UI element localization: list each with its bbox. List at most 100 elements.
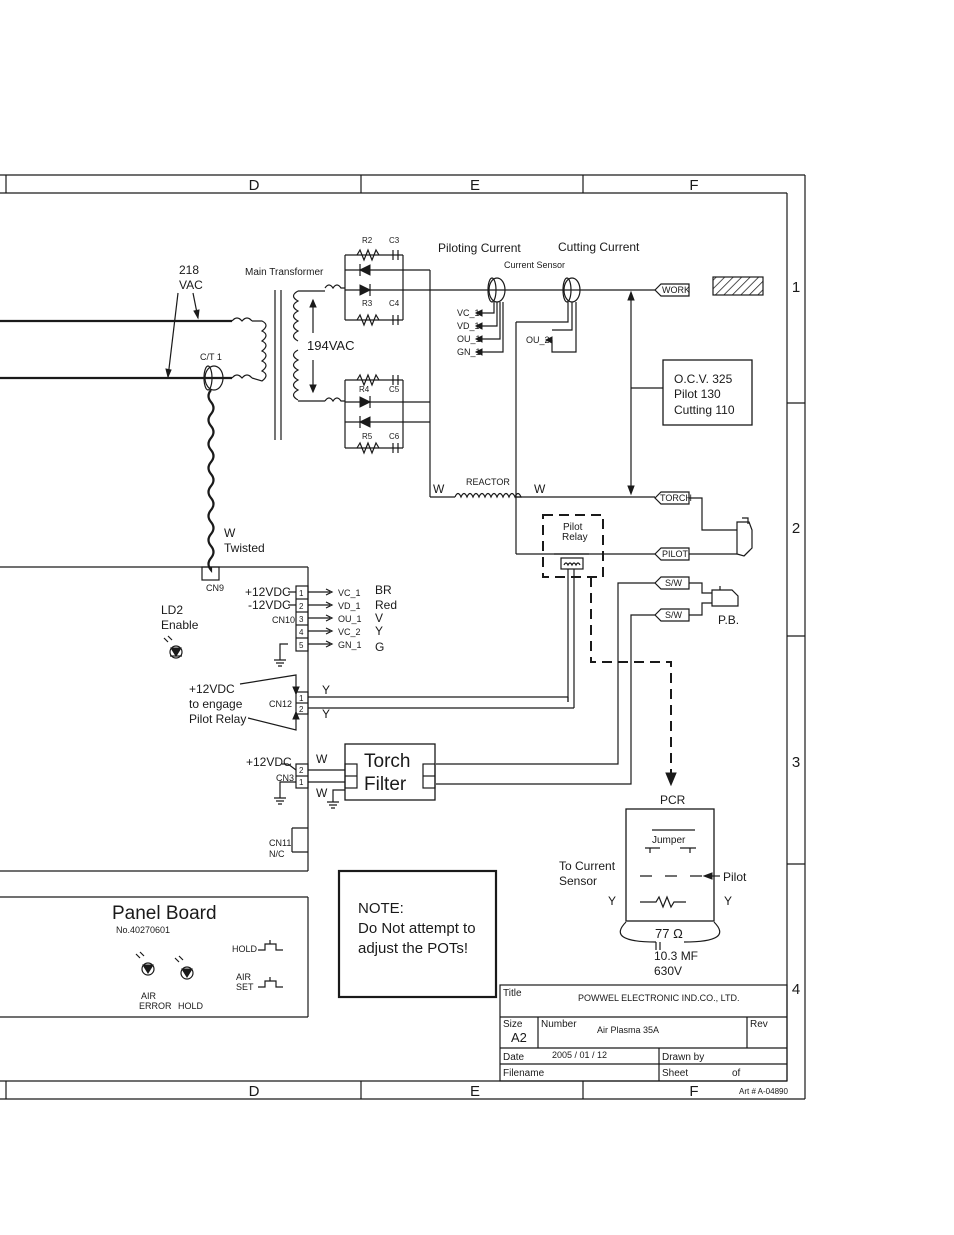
column-label-f-bottom: F [689,1083,698,1100]
column-label-d-bottom: D [249,1083,260,1100]
twisted-label: Twisted [224,541,265,555]
bridge-label-c6: C6 [389,432,400,441]
pcr-capacitance: 10.3 MF [654,949,698,963]
work-terminal-label: WORK [662,285,690,295]
air-set-label-2: SET [236,982,254,992]
air-error-label-2: ERROR [139,1001,172,1011]
reactor-w-right: W [534,482,546,496]
torch-terminal-label: TORCH [660,493,692,503]
cn3-pin-2: 2 [299,766,304,775]
row-label-3: 3 [792,754,800,771]
cn3-pin-1: 1 [299,778,304,787]
sensor-signal-gn1: GN_1 [457,347,481,357]
title-block-company: POWWEL ELECTRONIC IND.CO., LTD. [578,993,740,1003]
row-label-2: 2 [792,520,800,537]
ld2-enable-label: Enable [161,618,199,632]
note-title: NOTE: [358,900,404,917]
hold-led-label: HOLD [178,1001,204,1011]
sensor-signal-ou2: OU_2 [526,335,550,345]
wire-color-1: BR [375,583,392,597]
pilot-terminal-label: PILOT [662,549,689,559]
torch-filter-label-1: Torch [364,751,410,772]
cn3-wire-w1: W [316,752,328,766]
title-block-size-label: Size [503,1019,523,1030]
to-current-sensor-1: To Current [559,859,616,873]
ocv-line-1: O.C.V. 325 [674,372,733,386]
cn3-label: CN3 [276,773,294,783]
cn10-pin-3: 3 [299,615,304,624]
sw-terminal-1: S/W [665,578,683,588]
cn3-wire-w2: W [316,786,328,800]
title-block [499,984,788,1082]
cn12-wire-y1: Y [322,683,330,697]
engage-label-1: +12VDC [189,682,235,696]
cn10-vdc-positive: +12VDC [245,585,291,599]
output-terminals [516,276,764,561]
cn10-pin-4: 4 [299,628,304,637]
reactor-w-left: W [433,482,445,496]
column-label-d-top: D [249,177,260,194]
pcr-jumper-label: Jumper [652,835,686,846]
bridge-label-r2: R2 [362,236,373,245]
pcr-y-right: Y [724,894,732,908]
sw-terminal-2: S/W [665,610,683,620]
cn10-pin-2: 2 [299,602,304,611]
art-number: Art # A-04890 [739,1087,788,1096]
title-block-number-value: Air Plasma 35A [597,1025,659,1035]
title-block-of-label: of [732,1068,741,1079]
engage-label-2: to engage [189,697,243,711]
supply-vac-value: 218 [179,263,199,277]
bridge-label-r4: R4 [359,385,370,394]
ocv-box [662,359,753,426]
panel-board [0,896,309,1018]
row-label-4: 4 [792,981,800,998]
cn9-label: CN9 [206,583,224,593]
title-block-number-label: Number [541,1019,577,1030]
wire-color-4: Y [375,624,383,638]
ocv-line-3: Cutting 110 [674,403,735,417]
title-block-filename-label: Filename [503,1068,545,1079]
torch-filter [344,743,436,801]
twisted-w-label: W [224,526,236,540]
main-transformer-symbol [274,284,345,440]
current-sensor-label: Current Sensor [504,260,565,270]
transformer-title: Main Transformer [245,267,324,278]
panel-board-number: No.40270601 [116,925,170,935]
supply-vac-unit: VAC [179,278,203,292]
control-board [0,566,574,872]
cn10-signal-3: OU_1 [338,614,362,624]
wire-color-3: V [375,611,383,625]
cn3-vdc-label: +12VDC [246,755,292,769]
ld2-label: LD2 [161,603,183,617]
cn10-pin-1: 1 [299,589,304,598]
pilot-relay-label-1: Pilot [563,522,583,533]
transformer-secondary-label: 194VAC [307,338,354,353]
to-current-sensor-2: Sensor [559,874,597,888]
column-label-e-top: E [470,177,480,194]
cn12-wire-y2: Y [322,707,330,721]
drawing-frame [0,174,806,1100]
current-sensors [474,277,655,555]
cn10-vdc-negative: -12VDC [248,598,291,612]
pcr-resistance: 77 Ω [655,926,683,941]
column-label-e-bottom: E [470,1083,480,1100]
sensor-signal-vc1: VC_1 [457,308,480,318]
cn10-signal-2: VD_1 [338,601,361,611]
bridge-label-r5: R5 [362,432,373,441]
cn11-nc-label: N/C [269,849,285,859]
title-block-drawn-label: Drawn by [662,1052,704,1063]
cn10-signal-5: GN_1 [338,640,362,650]
sensor-signal-vd1: VD_1 [457,321,480,331]
bridge-label-r3: R3 [362,299,373,308]
pcr-pilot-label: Pilot [723,870,747,884]
wire-color-5: G [375,640,384,654]
bridge-label-c4: C4 [389,299,400,308]
pushbutton-label: P.B. [718,613,739,627]
column-label-f-top: F [689,177,698,194]
cn10-signal-1: VC_1 [338,588,361,598]
air-set-label-1: AIR [236,972,252,982]
piloting-current-label: Piloting Current [438,241,521,255]
cn12-pin-2: 2 [299,705,304,714]
panel-board-title: Panel Board [112,903,217,924]
